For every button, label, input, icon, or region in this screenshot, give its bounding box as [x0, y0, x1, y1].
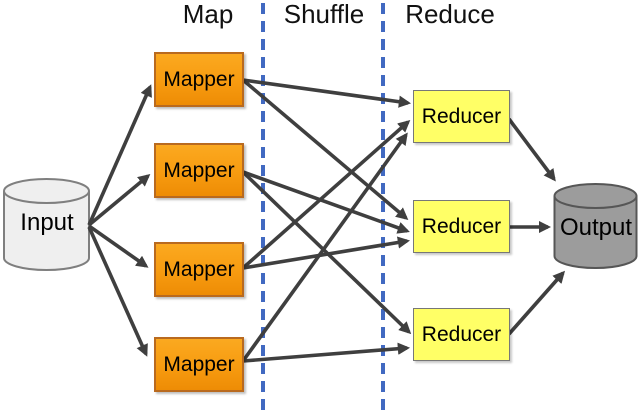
edge-mapper4-reducer3	[242, 342, 411, 363]
input-arrows	[87, 84, 152, 357]
edge-reducer3-output	[507, 270, 566, 336]
shuffle-arrows	[241, 78, 412, 363]
header-shuffle: Shuffle	[283, 0, 365, 29]
edge-mapper2-reducer3	[241, 170, 412, 335]
edge-input-mapper4	[87, 226, 148, 357]
mapper-label: Mapper	[163, 352, 235, 376]
edge-reducer1-output	[507, 117, 556, 182]
edge-input-mapper3	[87, 224, 149, 268]
input-label: Input	[20, 209, 74, 236]
reducer-label: Reducer	[421, 322, 502, 346]
mapper-node-2: Mapper	[154, 143, 244, 198]
edge-mapper2-reducer2	[242, 170, 410, 234]
header-reduce: Reduce	[405, 0, 495, 29]
mapper-node-4: Mapper	[154, 337, 244, 392]
edge-input-mapper1	[87, 84, 152, 226]
mapper-label: Mapper	[163, 158, 235, 182]
output-cylinder	[553, 183, 638, 269]
reducer-node-1: Reducer	[413, 90, 510, 143]
edge-mapper1-reducer1	[242, 78, 412, 108]
input-cylinder	[3, 178, 90, 271]
mapper-label: Mapper	[163, 67, 235, 91]
edge-mapper4-reducer1	[241, 132, 408, 363]
mapper-node-3: Mapper	[154, 242, 244, 297]
mapper-label: Mapper	[163, 257, 235, 281]
output-arrows	[507, 117, 566, 336]
edge-mapper3-reducer2	[242, 236, 411, 270]
reducer-node-3: Reducer	[413, 308, 510, 361]
mapper-node-1: Mapper	[154, 52, 244, 107]
reducer-node-2: Reducer	[413, 200, 510, 253]
header-map: Map	[182, 0, 234, 29]
reducer-label: Reducer	[421, 104, 502, 128]
edge-mapper1-reducer2	[241, 78, 409, 220]
edge-input-mapper2	[87, 174, 151, 227]
edge-mapper3-reducer1	[241, 119, 411, 270]
output-label: Output	[559, 214, 633, 241]
reducer-label: Reducer	[421, 214, 502, 238]
